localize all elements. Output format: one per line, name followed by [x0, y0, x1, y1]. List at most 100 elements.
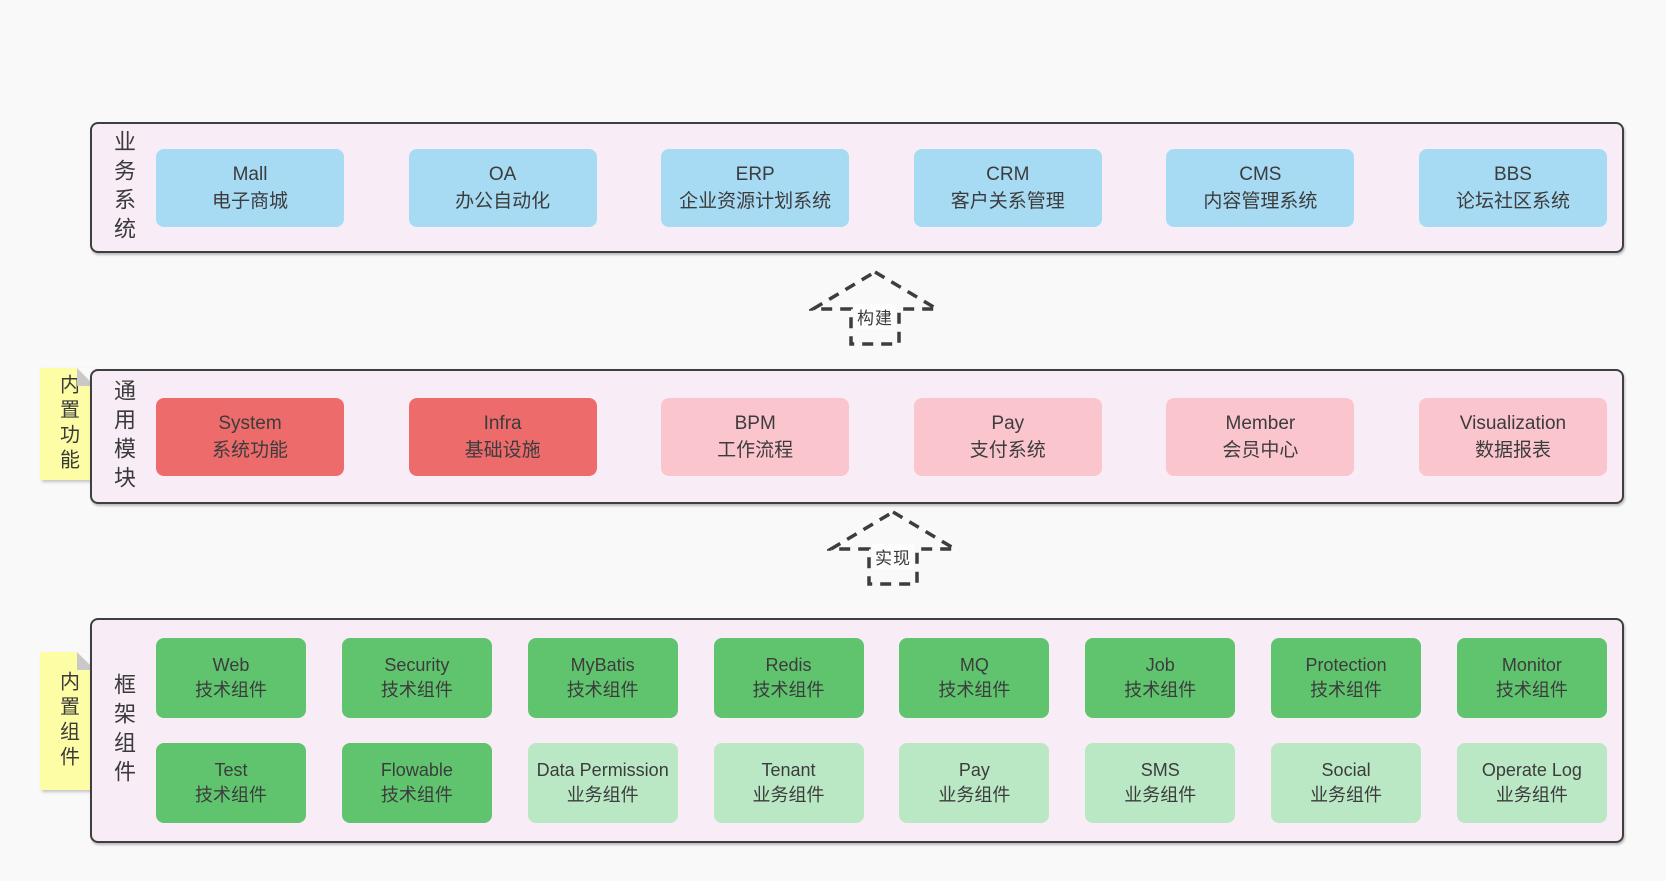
sticky-note-label: 内置功能 [56, 374, 79, 474]
node-title: Web [212, 655, 250, 675]
sticky-note-builtin-components: 内置组件 [40, 652, 95, 790]
node-bbs: BBS 论坛社区系统 [1418, 148, 1607, 227]
node-subtitle: 技术组件 [566, 680, 639, 700]
node-subtitle: 技术组件 [938, 680, 1011, 700]
node-title: Social [1321, 760, 1371, 780]
node-title: System [218, 412, 282, 434]
node-infra: Infra 基础设施 [408, 397, 597, 476]
node-subtitle: 业务组件 [566, 785, 639, 805]
band-label-common-modules: 通用模块 [111, 378, 136, 495]
node-test: Test 技术组件 [156, 743, 306, 823]
node-mall: Mall 电子商城 [156, 148, 344, 227]
implement-arrow-label: 实现 [872, 544, 914, 569]
node-data-permission: Data Permission 业务组件 [527, 743, 678, 823]
node-title: Redis [765, 655, 812, 675]
node-subtitle: 业务组件 [1495, 785, 1568, 805]
node-title: Pay [958, 760, 990, 780]
node-visualization: Visualization 数据报表 [1418, 397, 1607, 476]
node-subtitle: 业务组件 [938, 785, 1011, 805]
band-common-modules: 通用模块 System 系统功能 Infra 基础设施 BPM 工作流程 Pay… [90, 369, 1624, 504]
node-title: Visualization [1459, 412, 1567, 434]
node-title: Tenant [761, 760, 816, 780]
band-label-framework-components: 框架组件 [111, 672, 136, 789]
common-modules-row: System 系统功能 Infra 基础设施 BPM 工作流程 Pay 支付系统… [156, 397, 1607, 476]
node-subtitle: 办公自动化 [455, 190, 551, 212]
node-title: ERP [735, 163, 775, 185]
node-subtitle: 客户关系管理 [950, 190, 1065, 212]
band-business-systems: 业务系统 Mall 电子商城 OA 办公自动化 ERP 企业资源计划系统 CRM… [90, 122, 1624, 253]
node-title: MQ [959, 655, 989, 675]
node-title: SMS [1140, 760, 1180, 780]
node-web: Web 技术组件 [156, 638, 306, 718]
node-flowable: Flowable 技术组件 [341, 743, 492, 823]
node-subtitle: 技术组件 [752, 680, 825, 700]
node-title: Mall [232, 163, 268, 185]
node-title: Protection [1305, 655, 1387, 675]
node-title: Job [1145, 655, 1175, 675]
node-subtitle: 业务组件 [1310, 785, 1383, 805]
node-title: CRM [986, 163, 1030, 185]
node-oa: OA 办公自动化 [408, 148, 597, 227]
node-mq: MQ 技术组件 [899, 638, 1050, 718]
sticky-note-builtin-features: 内置功能 [40, 368, 95, 480]
node-subtitle: 技术组件 [380, 785, 453, 805]
business-systems-row: Mall 电子商城 OA 办公自动化 ERP 企业资源计划系统 CRM 客户关系… [156, 148, 1607, 227]
node-subtitle: 技术组件 [1310, 680, 1383, 700]
node-security: Security 技术组件 [341, 638, 492, 718]
node-title: Monitor [1501, 655, 1562, 675]
node-crm: CRM 客户关系管理 [913, 148, 1102, 227]
node-monitor: Monitor 技术组件 [1456, 638, 1607, 718]
node-protection: Protection 技术组件 [1271, 638, 1422, 718]
node-title: Security [384, 655, 450, 675]
node-subtitle: 技术组件 [1124, 680, 1197, 700]
node-subtitle: 业务组件 [1124, 785, 1197, 805]
node-title: MyBatis [570, 655, 635, 675]
node-subtitle: 支付系统 [969, 439, 1046, 461]
node-title: BPM [734, 412, 776, 434]
node-subtitle: 论坛社区系统 [1455, 190, 1570, 212]
build-arrow-label: 构建 [854, 304, 896, 329]
node-erp: ERP 企业资源计划系统 [661, 148, 850, 227]
node-subtitle: 系统功能 [211, 439, 288, 461]
build-arrow: 构建 [809, 268, 941, 348]
node-social: Social 业务组件 [1271, 743, 1422, 823]
sticky-note-label: 内置组件 [56, 671, 79, 771]
node-subtitle: 数据报表 [1474, 439, 1551, 461]
band-label-business-systems: 业务系统 [111, 129, 136, 246]
node-subtitle: 技术组件 [195, 680, 267, 700]
node-title: Test [214, 760, 248, 780]
node-subtitle: 内容管理系统 [1203, 190, 1318, 212]
node-mybatis: MyBatis 技术组件 [527, 638, 678, 718]
node-title: Data Permission [536, 760, 669, 780]
node-job: Job 技术组件 [1085, 638, 1236, 718]
node-pay-system: Pay 支付系统 [913, 397, 1102, 476]
node-subtitle: 技术组件 [195, 785, 267, 805]
node-title: Operate Log [1481, 760, 1582, 780]
node-subtitle: 业务组件 [752, 785, 825, 805]
node-title: Flowable [380, 760, 453, 780]
node-title: Infra [483, 412, 522, 434]
node-tenant: Tenant 业务组件 [713, 743, 864, 823]
node-subtitle: 会员中心 [1222, 439, 1299, 461]
node-title: BBS [1493, 163, 1532, 185]
node-subtitle: 基础设施 [464, 439, 541, 461]
node-member: Member 会员中心 [1166, 397, 1355, 476]
node-subtitle: 技术组件 [1495, 680, 1568, 700]
framework-components-rows: Web 技术组件 Security 技术组件 MyBatis 技术组件 Redi… [156, 638, 1607, 823]
node-redis: Redis 技术组件 [713, 638, 864, 718]
node-title: OA [488, 163, 517, 185]
node-operate-log: Operate Log 业务组件 [1456, 743, 1607, 823]
node-pay-component: Pay 业务组件 [899, 743, 1050, 823]
node-sms: SMS 业务组件 [1085, 743, 1236, 823]
node-title: Pay [991, 412, 1025, 434]
node-bpm: BPM 工作流程 [661, 397, 850, 476]
node-subtitle: 技术组件 [380, 680, 453, 700]
node-subtitle: 工作流程 [717, 439, 794, 461]
node-cms: CMS 内容管理系统 [1166, 148, 1355, 227]
implement-arrow: 实现 [827, 508, 959, 588]
node-subtitle: 企业资源计划系统 [679, 190, 832, 212]
framework-components-row-1: Web 技术组件 Security 技术组件 MyBatis 技术组件 Redi… [156, 638, 1607, 718]
node-subtitle: 电子商城 [211, 190, 288, 212]
node-title: CMS [1239, 163, 1282, 185]
